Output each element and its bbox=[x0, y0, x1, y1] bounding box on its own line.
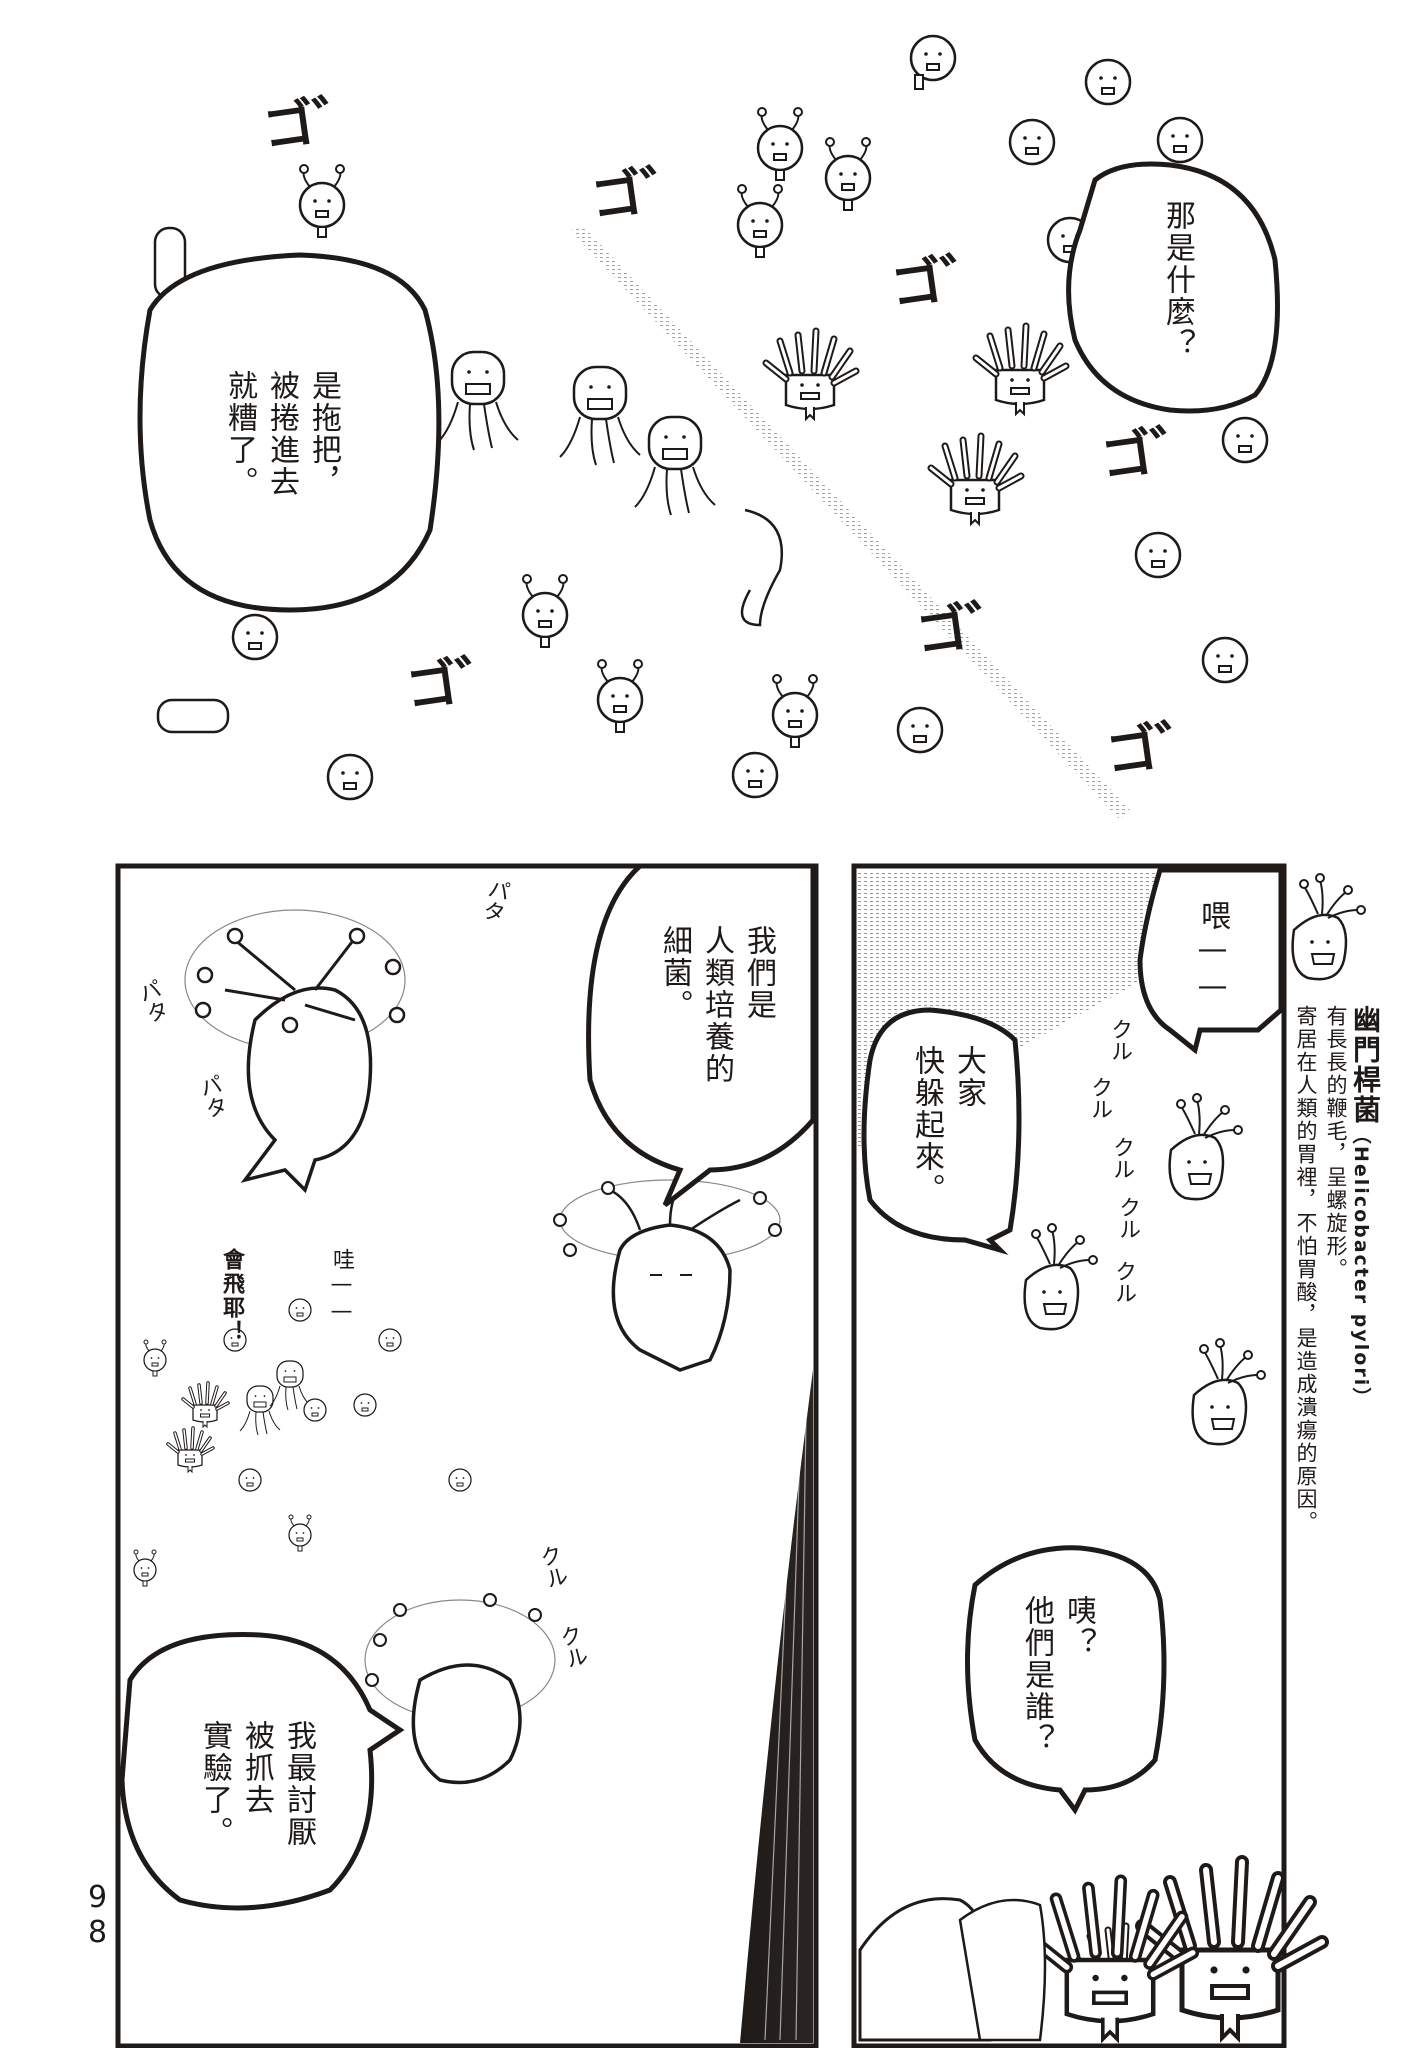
sfx-go-5: ゴ゛ bbox=[912, 591, 1024, 665]
bubble-line: 那是什麼？ bbox=[1160, 200, 1195, 360]
speech-bubble-mop-warning: 是拖把， 被捲進去 就糟了。 bbox=[222, 370, 345, 540]
sfx-go-2: ゴ゛ bbox=[587, 156, 699, 230]
speech-bubble-who-are-they: 咦？ 他們是誰？ bbox=[1010, 1595, 1100, 1775]
bubble-line: 我們是 bbox=[741, 925, 776, 1021]
crowd-text-wow: 哇—— bbox=[329, 1248, 354, 1326]
sfx-go-6: ゴ゛ bbox=[402, 646, 514, 720]
speech-bubble-everyone-hide: 大家 快躲起來。 bbox=[900, 1045, 990, 1225]
crowd-text-can-fly: 會飛耶！ bbox=[219, 1248, 244, 1344]
sfx-go-7: ゴ゛ bbox=[1102, 711, 1214, 785]
bubble-line: 喂—— bbox=[1195, 900, 1230, 1006]
bubble-line: 被抓去 bbox=[239, 1720, 274, 1816]
bubble-line: 實驗了。 bbox=[197, 1720, 232, 1848]
side-note-line-1: 有長長的鞭毛，呈螺旋形。 bbox=[1324, 1005, 1348, 1281]
bubble-line: 咦？ bbox=[1061, 1595, 1096, 1659]
bubble-line: 我最討厭 bbox=[281, 1720, 316, 1848]
sfx-kuru-right-3: クル bbox=[1109, 1136, 1134, 1180]
sfx-go-1: ゴ゛ bbox=[259, 86, 371, 160]
bubble-mop-outline bbox=[137, 252, 442, 613]
sfx-kuru-right-4: クル bbox=[1115, 1196, 1140, 1240]
bubble-line: 他們是誰？ bbox=[1019, 1595, 1054, 1755]
bubble-line: 細菌。 bbox=[657, 925, 692, 1021]
sfx-go-3: ゴ゛ bbox=[887, 244, 999, 318]
bubble-line: 就糟了。 bbox=[222, 370, 257, 498]
page-number: 98 bbox=[80, 1880, 115, 1950]
sfx-kuru-right-2: クル bbox=[1087, 1076, 1112, 1120]
speech-bubble-hey: 喂—— bbox=[1190, 900, 1234, 1010]
bubble-line: 快躲起來。 bbox=[909, 1045, 944, 1205]
sfx-go-4: ゴ゛ bbox=[1097, 416, 1209, 490]
speech-bubble-we-are-bacteria: 我們是 人類培養的 細菌。 bbox=[650, 925, 780, 1145]
side-note-title: 幽門桿菌 bbox=[1349, 1005, 1382, 1125]
speech-bubble-what-is-that: 那是什麼？ bbox=[1155, 200, 1199, 380]
bubble-line: 被捲進去 bbox=[264, 370, 299, 498]
bubble-line: 大家 bbox=[951, 1045, 986, 1109]
side-note-line-2: 寄居在人類的胃裡，不怕胃酸，是造成潰瘍的原因。 bbox=[1294, 1005, 1318, 1534]
side-note: 幽門桿菌 （Helicobacter pylori） 有長長的鞭毛，呈螺旋形。 … bbox=[1288, 1005, 1413, 1565]
side-note-scientific-name: （Helicobacter pylori） bbox=[1350, 1125, 1372, 1409]
bubble-line: 是拖把， bbox=[306, 370, 341, 498]
sfx-kuru-right-5: クル bbox=[1111, 1260, 1136, 1304]
sfx-kuru-right-1: クル bbox=[1107, 1018, 1132, 1062]
bubble-line: 人類培養的 bbox=[699, 925, 734, 1085]
speech-bubble-hate-experiments: 我最討厭 被抓去 實驗了。 bbox=[190, 1720, 320, 1920]
